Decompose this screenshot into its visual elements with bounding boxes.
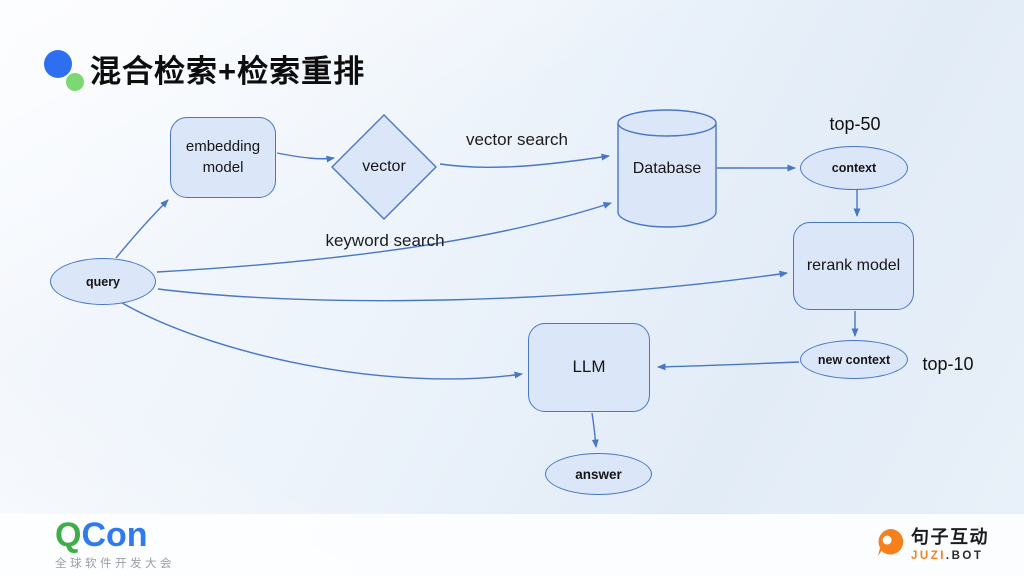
edge-embedding-to-vector: [276, 152, 335, 163]
edge-llm-to-answer: [591, 412, 599, 448]
node-new-context-label: new context: [817, 352, 891, 367]
edge-query-to-rerank: [157, 270, 788, 302]
qcon-q: Q: [55, 516, 82, 554]
qcon-con: Con: [81, 516, 148, 554]
edge-query-to-embedding: [115, 199, 169, 259]
blue-dot-icon: [44, 49, 72, 78]
juzi-chat-bubble-icon: [877, 528, 904, 557]
edge-label-vector-search: vector search: [465, 130, 569, 149]
node-rerank-model-label: rerank model: [806, 257, 901, 275]
juzi-text: 句子互动 JUZI.BOT: [911, 527, 989, 562]
qcon-wordmark: QCon: [55, 518, 175, 552]
juzi-latin-orange: JUZI: [911, 549, 946, 562]
qcon-subtitle: 全球软件开发大会: [55, 558, 175, 570]
brand-dots-icon: [42, 47, 86, 91]
qcon-logo: QCon 全球软件开发大会: [55, 518, 175, 571]
node-query-label: query: [85, 274, 121, 289]
node-answer-label: answer: [575, 466, 622, 482]
footer-band: [0, 514, 1024, 576]
node-llm-label: LLM: [572, 357, 606, 377]
annotation-top-10: top-10: [922, 354, 974, 374]
juzi-cn-name: 句子互动: [911, 527, 989, 547]
vector-diamond-shape: [331, 114, 437, 220]
annotation-top-50: top-50: [829, 114, 881, 134]
database-cylinder-top: [617, 109, 717, 137]
slide-header: 混合检索+检索重排: [42, 46, 365, 91]
juzi-latin-dark: .BOT: [945, 549, 984, 562]
node-embedding-model-label: embedding model: [185, 138, 261, 176]
node-rerank-model: rerank model: [793, 222, 914, 310]
node-context: context: [800, 146, 908, 190]
edge-query-to-database: [156, 202, 612, 273]
node-query: query: [50, 258, 156, 305]
node-embedding-model: embedding model: [170, 117, 276, 198]
juzi-latin-name: JUZI.BOT: [911, 550, 989, 562]
green-dot-icon: [66, 72, 84, 91]
database-cylinder-body: [617, 123, 717, 228]
edge-newcontext-to-llm: [657, 361, 800, 371]
node-database-label: Database: [632, 160, 702, 177]
edge-vector-to-database: [439, 153, 610, 169]
node-context-label: context: [831, 161, 877, 175]
edge-query-to-llm: [116, 299, 523, 380]
juzi-logo: 句子互动 JUZI.BOT: [876, 527, 989, 562]
node-vector-label: vector: [362, 158, 406, 175]
node-answer: answer: [545, 453, 652, 495]
node-new-context: new context: [800, 340, 908, 379]
node-llm: LLM: [528, 323, 650, 412]
page-title: 混合检索+检索重排: [90, 54, 366, 89]
edge-label-keyword-search: keyword search: [325, 231, 445, 250]
